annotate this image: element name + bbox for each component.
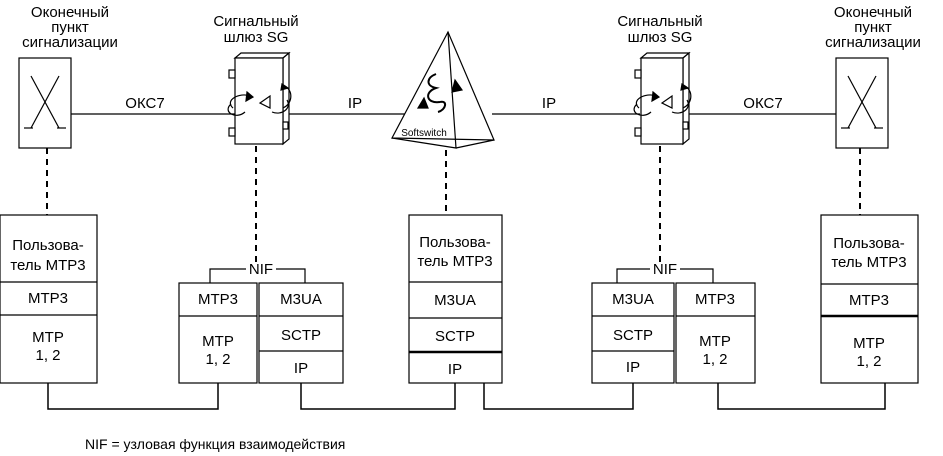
mtp3-user-label: Пользова- [419, 234, 491, 251]
mtp12-layer: MTP [32, 329, 64, 346]
bottom-links [47, 383, 886, 410]
link-mtp-right [717, 383, 886, 410]
link-label-okc7-right: ОКС7 [743, 95, 782, 112]
mtp12-layer-line2: 1, 2 [35, 347, 60, 364]
mtp12-layer: MTP [699, 333, 731, 350]
softswitch-label: Softswitch [401, 128, 447, 139]
stack-sp-right: Пользова- тель MTP3 MTP3 MTP 1, 2 [820, 214, 919, 384]
right-signaling-point: Оконечный пункт сигнализации [825, 4, 921, 149]
mtp12-layer: MTP [202, 333, 234, 350]
switch-symbol-icon [841, 75, 883, 129]
right-sp-title-line2: пункт [854, 19, 892, 36]
mtp12-layer-line2: 1, 2 [702, 351, 727, 368]
left-sp-title-line1: Оконечный [31, 4, 109, 21]
mtp3-user-label-line2: тель MTP3 [417, 253, 492, 270]
stack-sg-right: NIF M3UA SCTP IP MTP3 MTP 1, 2 [591, 261, 756, 384]
stack-sg-left: NIF MTP3 MTP 1, 2 M3UA SCTP IP [178, 261, 344, 384]
left-sp-title-line2: пункт [51, 19, 89, 36]
mtp12-layer-line2: 1, 2 [205, 351, 230, 368]
mtp3-user-label-line2: тель MTP3 [831, 254, 906, 271]
mtp3-layer: MTP3 [849, 292, 889, 309]
link-ip-left [300, 383, 456, 410]
left-sp-title-line3: сигнализации [22, 34, 118, 51]
gateway-device-icon [227, 51, 292, 146]
ip-layer: IP [448, 361, 462, 378]
link-label-okc7-left: ОКС7 [125, 95, 164, 112]
left-sg-title-line1: Сигнальный [213, 13, 298, 30]
mtp3-user-label: Пользова- [12, 237, 84, 254]
mtp12-layer: MTP [853, 335, 885, 352]
gateway-device-icon [633, 51, 692, 146]
m3ua-layer: M3UA [612, 291, 654, 308]
right-signaling-gateway: Сигнальный шлюз SG [617, 13, 703, 146]
mtp3-layer: MTP3 [28, 290, 68, 307]
ip-layer: IP [626, 359, 640, 376]
mtp12-layer-line2: 1, 2 [856, 353, 881, 370]
right-sg-title-line2: шлюз SG [628, 29, 693, 46]
link-ip-right [483, 383, 634, 410]
m3ua-layer: M3UA [434, 292, 476, 309]
left-signaling-gateway: Сигнальный шлюз SG [213, 13, 299, 146]
link-mtp-left [47, 383, 219, 410]
m3ua-layer: M3UA [280, 291, 322, 308]
right-sg-title-line1: Сигнальный [617, 13, 702, 30]
sctp-layer: SCTP [613, 327, 653, 344]
stack-softswitch: Пользова- тель MTP3 M3UA SCTP IP [408, 214, 503, 384]
link-label-ip-left: IP [348, 95, 362, 112]
left-signaling-point: Оконечный пункт сигнализации [18, 4, 118, 149]
dashed-connectors [46, 146, 861, 262]
left-sg-title-line2: шлюз SG [224, 29, 289, 46]
softswitch-pyramid-icon [391, 30, 495, 149]
sctp-layer: SCTP [435, 328, 475, 345]
stack-sp-left: Пользова- тель MTP3 MTP3 MTP 1, 2 [0, 214, 98, 384]
sctp-layer: SCTP [281, 327, 321, 344]
mtp3-user-label: Пользова- [833, 235, 905, 252]
mtp3-layer: MTP3 [198, 291, 238, 308]
right-sp-title-line3: сигнализации [825, 34, 921, 51]
mtp3-user-label-line2: тель MTP3 [10, 257, 85, 274]
softswitch-node: Softswitch [391, 30, 495, 149]
ip-layer: IP [294, 360, 308, 377]
nif-label: NIF [653, 261, 677, 278]
mtp3-layer: MTP3 [695, 291, 735, 308]
nif-label: NIF [249, 261, 273, 278]
right-sp-title-line1: Оконечный [834, 4, 912, 21]
footnote: NIF = узловая функция взаимодействия [85, 436, 345, 452]
link-label-ip-right: IP [542, 95, 556, 112]
switch-symbol-icon [24, 75, 66, 129]
